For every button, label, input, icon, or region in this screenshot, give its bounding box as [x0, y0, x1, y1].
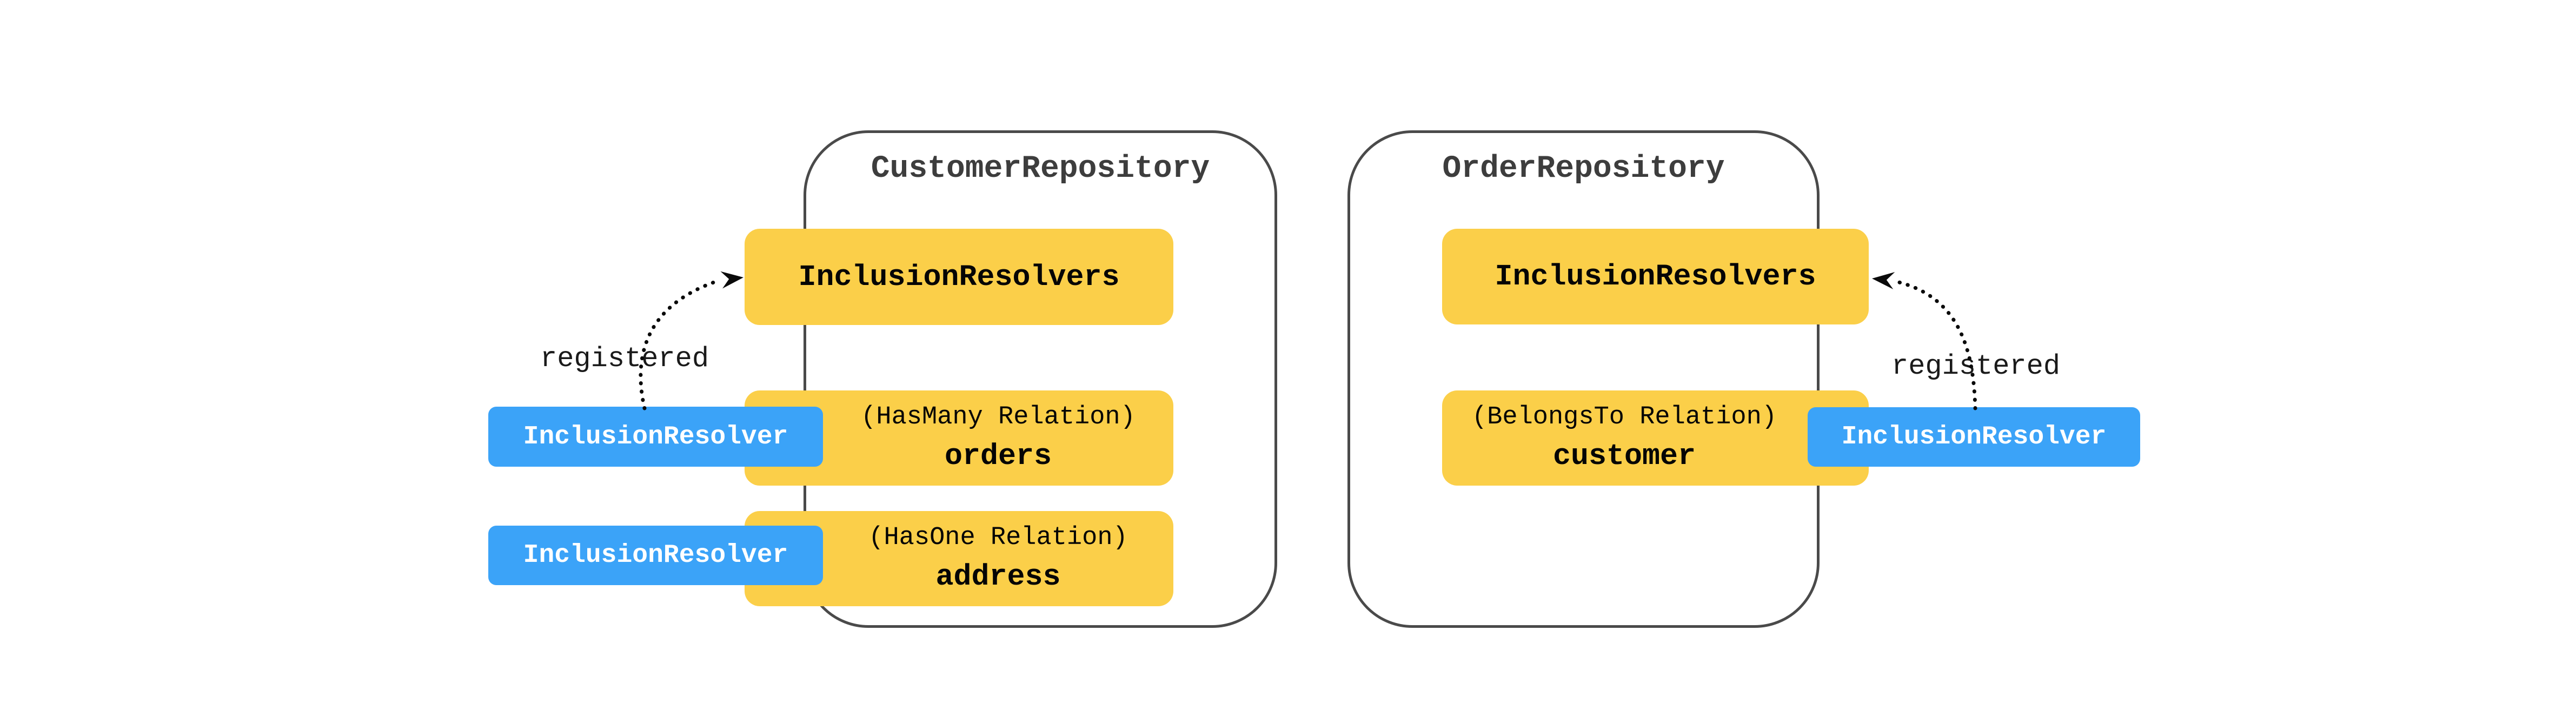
relation-kind-label: (HasMany Relation): [861, 403, 1136, 432]
order-inclusion-resolvers-box: InclusionResolvers: [1442, 229, 1869, 324]
arrowhead-icon: [720, 271, 743, 289]
inclusion-resolvers-label: InclusionResolvers: [1495, 260, 1816, 294]
relation-kind-label: (HasOne Relation): [868, 523, 1128, 552]
order-relation-box-customer: (BelongsTo Relation) customer: [1442, 390, 1869, 486]
customer-relation-box-orders: (HasMany Relation) orders: [745, 390, 1173, 486]
customer-repository-title: CustomerRepository: [871, 151, 1210, 187]
registered-edge-label: registered: [1891, 350, 2061, 382]
customer-repository-container: CustomerRepository: [804, 130, 1277, 628]
relation-name-label: address: [935, 560, 1061, 594]
relation-name-label: customer: [1552, 439, 1696, 473]
inclusion-resolver-chip: InclusionResolver: [488, 526, 823, 585]
inclusion-resolvers-label: InclusionResolvers: [798, 260, 1120, 294]
registered-arrow-left: [639, 271, 743, 410]
arrowhead-icon: [1872, 272, 1895, 289]
customer-inclusion-resolvers-box: InclusionResolvers: [745, 229, 1173, 325]
relation-name-label: orders: [944, 439, 1052, 473]
registered-arrow-right: [1872, 272, 1977, 410]
order-repository-container: OrderRepository: [1347, 130, 1820, 628]
registered-edge-label: registered: [540, 343, 709, 375]
order-repository-title: OrderRepository: [1442, 151, 1725, 187]
inclusion-resolver-chip: InclusionResolver: [1808, 407, 2140, 467]
relation-kind-label: (BelongsTo Relation): [1471, 403, 1777, 432]
inclusion-resolver-chip: InclusionResolver: [488, 407, 823, 467]
